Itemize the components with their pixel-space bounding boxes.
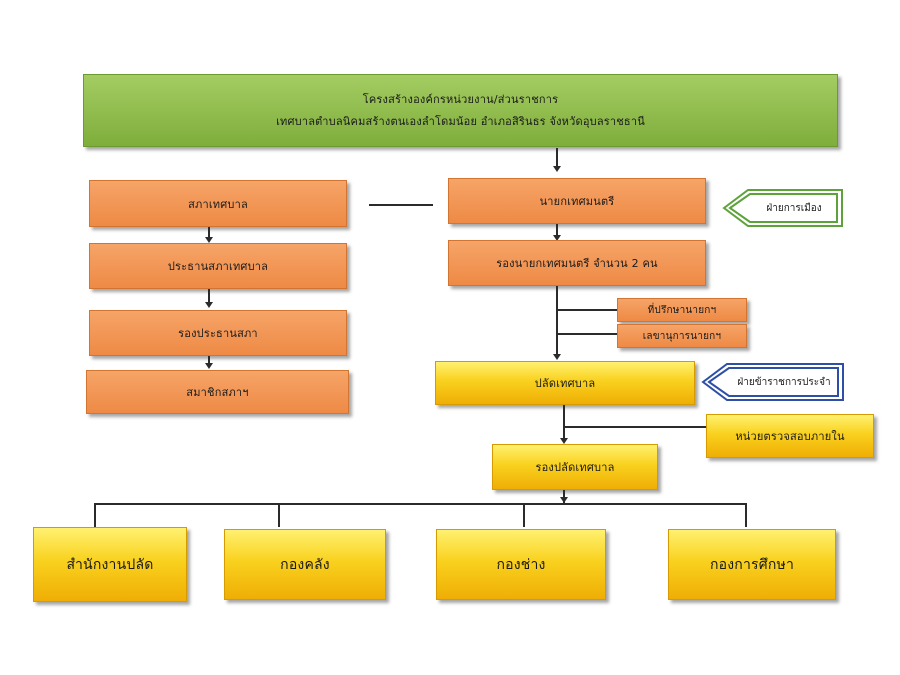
connector-division-4 bbox=[745, 503, 747, 527]
internal-audit-box: หน่วยตรวจสอบภายใน bbox=[706, 414, 874, 458]
council-vice-president-box: รองประธานสภา bbox=[89, 310, 347, 356]
connector-to-advisor bbox=[557, 309, 617, 311]
arrow-header-mayor bbox=[553, 166, 561, 172]
division-label: สำนักงานปลัด bbox=[66, 556, 154, 573]
council-president-box: ประธานสภาเทศบาล bbox=[89, 243, 347, 289]
connector-to-audit bbox=[564, 426, 706, 428]
secretary-label: เลขานุการนายกฯ bbox=[642, 330, 722, 342]
deputy-mayor-box: รองนายกเทศมนตรี จำนวน 2 คน bbox=[448, 240, 706, 286]
permanent-tag-shape bbox=[701, 363, 844, 401]
political-tag-label: ฝ่ายการเมือง bbox=[766, 202, 822, 214]
advisor-label: ที่ปรึกษานายกฯ bbox=[647, 304, 717, 316]
connector-division-1 bbox=[94, 503, 96, 527]
municipal-clerk-label: ปลัดเทศบาล bbox=[534, 377, 596, 390]
deputy-mayor-label: รองนายกเทศมนตรี จำนวน 2 คน bbox=[496, 257, 658, 270]
mayor-box: นายกเทศมนตรี bbox=[448, 178, 706, 224]
connector-mayor-deputy bbox=[556, 224, 558, 237]
org-title-box: โครงสร้างองค์กรหน่วยงาน/ส่วนราชการ เทศบา… bbox=[83, 74, 838, 147]
arrow-president-vice bbox=[205, 302, 213, 308]
division-engineering-box: กองช่าง bbox=[436, 529, 606, 600]
connector-council-president bbox=[208, 227, 210, 239]
arrow-deputy-clerk bbox=[553, 354, 561, 360]
council-members-label: สมาชิกสภาฯ bbox=[186, 386, 249, 399]
mayor-label: นายกเทศมนตรี bbox=[539, 195, 615, 208]
division-finance-box: กองคลัง bbox=[224, 529, 386, 600]
connector-president-vice bbox=[208, 289, 210, 303]
political-tag-shape bbox=[722, 189, 843, 227]
deputy-clerk-box: รองปลัดเทศบาล bbox=[492, 444, 658, 490]
connector-division-3 bbox=[523, 503, 525, 527]
advisor-box: ที่ปรึกษานายกฯ bbox=[617, 298, 747, 322]
connector-council-mayor bbox=[369, 204, 433, 206]
division-clerk-office-box: สำนักงานปลัด bbox=[33, 527, 187, 602]
council-members-box: สมาชิกสภาฯ bbox=[86, 370, 349, 414]
arrow-clerk-deputy-clerk bbox=[560, 438, 568, 444]
org-title-line1: โครงสร้างองค์กรหน่วยงาน/ส่วนราชการ bbox=[362, 92, 559, 106]
divisions-bus bbox=[94, 503, 747, 505]
org-title-line2: เทศบาลตำบลนิคมสร้างตนเองลำโดมน้อย อำเภอส… bbox=[276, 114, 645, 128]
arrow-deputy-clerk-divisions bbox=[560, 497, 568, 503]
internal-audit-label: หน่วยตรวจสอบภายใน bbox=[735, 430, 845, 443]
division-education-box: กองการศึกษา bbox=[668, 529, 836, 600]
council-president-label: ประธานสภาเทศบาล bbox=[167, 260, 269, 273]
division-label: กองการศึกษา bbox=[709, 556, 795, 573]
connector-clerk-deputy-clerk bbox=[563, 405, 565, 440]
arrow-council-president bbox=[205, 237, 213, 243]
council-label: สภาเทศบาล bbox=[188, 197, 248, 211]
permanent-tag-label: ฝ่ายข้าราชการประจำ bbox=[737, 376, 831, 388]
council-box: สภาเทศบาล bbox=[89, 180, 347, 227]
deputy-clerk-label: รองปลัดเทศบาล bbox=[535, 461, 615, 474]
division-label: กองคลัง bbox=[280, 556, 330, 573]
connector-division-2 bbox=[278, 503, 280, 527]
connector-deputy-clerk bbox=[556, 286, 558, 356]
division-label: กองช่าง bbox=[496, 556, 546, 573]
council-vice-president-label: รองประธานสภา bbox=[178, 327, 258, 340]
arrow-mayor-deputy bbox=[553, 235, 561, 241]
municipal-clerk-box: ปลัดเทศบาล bbox=[435, 361, 695, 405]
secretary-box: เลขานุการนายกฯ bbox=[617, 324, 747, 348]
connector-vice-members bbox=[208, 356, 210, 365]
arrow-vice-members bbox=[205, 363, 213, 369]
connector-header-mayor bbox=[556, 148, 558, 168]
connector-to-secretary bbox=[557, 333, 617, 335]
